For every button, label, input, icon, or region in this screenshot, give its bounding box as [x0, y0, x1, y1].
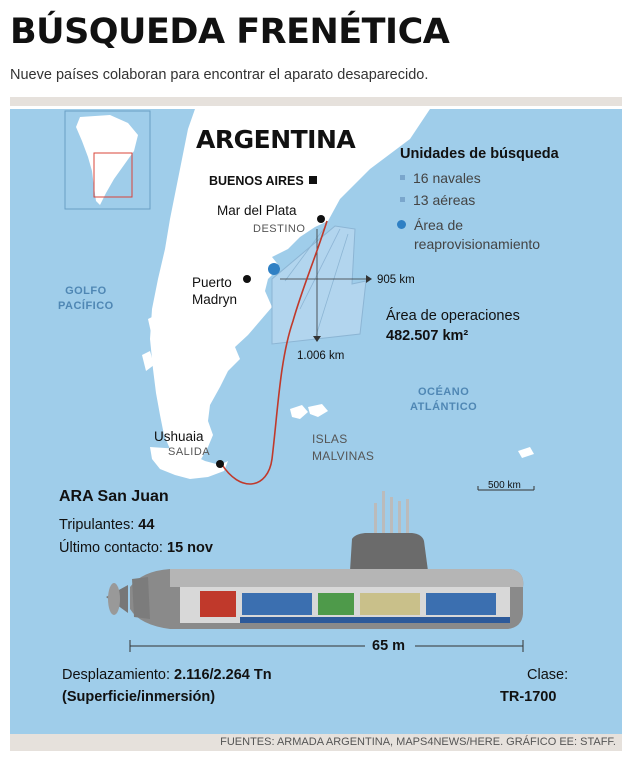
class-value: TR-1700: [500, 689, 557, 705]
mar-del-plata-marker: [317, 215, 325, 223]
land-malvinas-east: [308, 404, 328, 417]
buenos-aires-label: BUENOS AIRES: [209, 174, 304, 188]
sub-battery: [242, 593, 312, 615]
land-chile-islands: [142, 315, 160, 371]
naval-marker: [400, 175, 405, 180]
puerto-madryn-label: Puerto Madryn: [192, 274, 237, 308]
ushuaia-marker: [216, 460, 224, 468]
displacement-value: 2.116/2.264 Tn: [174, 667, 272, 683]
ushuaia-label: Ushuaia: [154, 429, 204, 444]
area-grid-line: [314, 233, 349, 340]
operations-area-value: 482.507 km²: [386, 328, 469, 344]
land-south-georgia: [518, 447, 534, 458]
sub-sail: [350, 533, 428, 571]
legend-air: 13 aéreas: [400, 192, 475, 208]
page-subtitle: Nueve países colaboran para encontrar el…: [10, 67, 429, 83]
sub-propeller-blade: [108, 583, 120, 615]
sub-mast: [374, 503, 377, 535]
submarine-illustration: [106, 491, 524, 629]
area-grid-line: [299, 228, 341, 310]
legend-naval-text: 16 navales: [413, 170, 481, 186]
sub-tail-fin: [132, 577, 150, 619]
map-canvas: [64, 109, 535, 652]
arrowhead-south: [313, 336, 321, 342]
crew-label: Tripulantes:: [59, 517, 135, 533]
arrowhead-east: [366, 275, 372, 283]
map-panel: ARGENTINA BUENOS AIRES Mar del Plata DES…: [10, 109, 622, 734]
legend-resupply-line2: reaprovisionamiento: [414, 236, 541, 252]
pacific-line1: GOLFO: [65, 285, 107, 297]
divider-top: [10, 97, 622, 106]
air-marker: [400, 197, 405, 202]
inset-continent: [76, 115, 138, 205]
contact-line: Último contacto: 15 nov: [59, 540, 213, 556]
land-south-america: [150, 109, 430, 461]
puerto-madryn-line2: Madryn: [192, 292, 238, 307]
sub-torpedo-room: [426, 593, 496, 615]
page-title: BÚSQUEDA FRENÉTICA: [10, 12, 450, 52]
legend-resupply-line1: Área de: [414, 217, 464, 233]
submarine-name: ARA San Juan: [59, 488, 169, 505]
atlantic-line1: OCÉANO: [417, 386, 470, 398]
malvinas-label: ISLAS MALVINAS: [312, 431, 374, 465]
crew-value: 44: [138, 517, 155, 533]
distance-south-label: 1.006 km: [297, 350, 345, 362]
footer-sources: FUENTES: ARMADA ARGENTINA, MAPS4NEWS/HER…: [220, 736, 616, 748]
displacement-line: Desplazamiento: 2.116/2.264 Tn: [62, 667, 272, 683]
atlantic-label: OCÉANO ATLÁNTICO: [410, 385, 477, 415]
malvinas-line1: ISLAS: [312, 432, 348, 446]
malvinas-line2: MALVINAS: [312, 449, 375, 463]
contact-value: 15 nov: [167, 540, 213, 556]
puerto-madryn-line1: Puerto: [192, 275, 232, 290]
legend-resupply: Área de reaprovisionamiento: [397, 216, 540, 254]
contact-label: Último contacto:: [59, 540, 163, 556]
sub-mast: [406, 499, 409, 535]
buenos-aires-marker: [309, 176, 317, 184]
area-grid-line: [284, 226, 326, 282]
pacific-line2: PACÍFICO: [58, 300, 114, 312]
atlantic-line2: ATLÁNTICO: [410, 401, 478, 413]
mar-del-plata-label: Mar del Plata: [217, 203, 297, 218]
sub-mast: [382, 491, 385, 535]
sub-quarters: [360, 593, 420, 615]
distance-east-label: 905 km: [377, 274, 415, 286]
sub-keel-batteries: [240, 617, 510, 623]
crew-line: Tripulantes: 44: [59, 517, 154, 533]
legend-title: Unidades de búsqueda: [400, 146, 559, 162]
pacific-label: GOLFO PACÍFICO: [58, 284, 114, 314]
footer: FUENTES: ARMADA ARGENTINA, MAPS4NEWS/HER…: [10, 734, 622, 751]
ushuaia-note: SALIDA: [168, 446, 211, 458]
inset-highlight: [93, 152, 133, 198]
sub-mast: [398, 501, 401, 535]
country-label: ARGENTINA: [196, 125, 356, 154]
resupply-marker: [268, 263, 280, 275]
sub-mast: [390, 497, 393, 535]
scale-label: 500 km: [488, 480, 521, 491]
sub-control: [318, 593, 354, 615]
legend-naval: 16 navales: [400, 170, 481, 186]
sub-engine: [200, 591, 236, 617]
route-line: [220, 220, 328, 485]
land-tierra-del-fuego: [150, 447, 228, 479]
displacement-note: (Superficie/inmersión): [62, 689, 216, 705]
length-label: 65 m: [372, 638, 406, 654]
sub-hull-top: [170, 569, 524, 587]
operations-area-label: Área de operaciones: [386, 308, 520, 324]
displacement-label: Desplazamiento:: [62, 667, 170, 683]
legend-air-text: 13 aéreas: [413, 192, 476, 208]
puerto-madryn-marker: [243, 275, 251, 283]
mar-del-plata-note: DESTINO: [253, 223, 306, 235]
land-malvinas-west: [290, 405, 308, 419]
class-label: Clase:: [527, 667, 569, 683]
resupply-legend-dot: [397, 220, 406, 229]
